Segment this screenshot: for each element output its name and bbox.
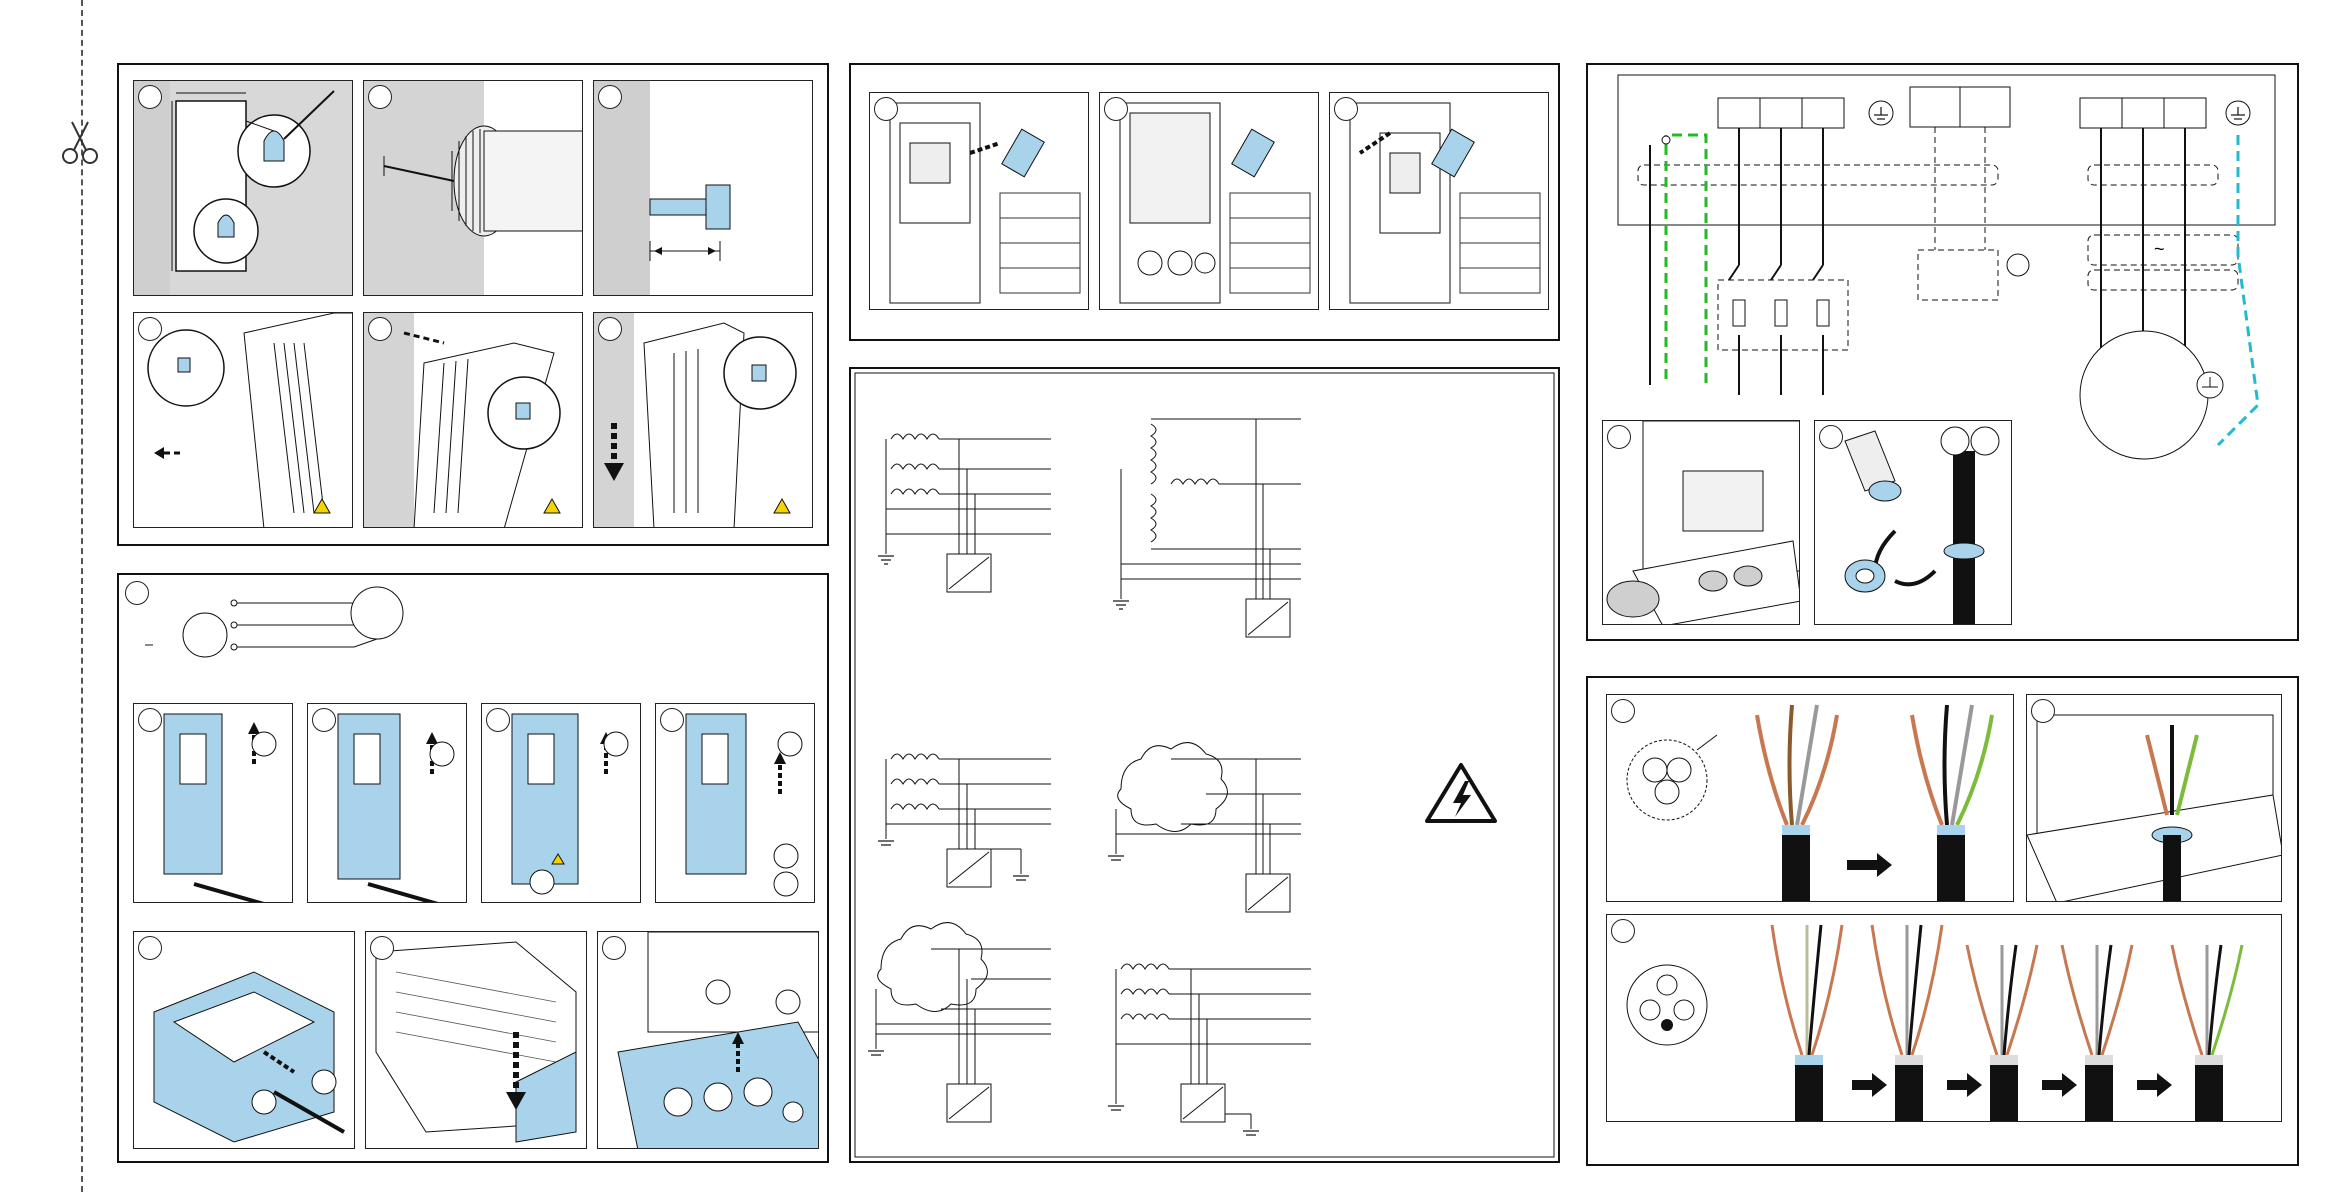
cover-removal-panel <box>849 63 1560 341</box>
high-voltage-warning-icon <box>1421 759 1501 829</box>
step-number <box>138 317 162 341</box>
motor-circle <box>2080 331 2208 459</box>
step-remove-front-2 <box>1099 92 1319 310</box>
step-number <box>1819 425 1843 449</box>
step-number <box>312 708 336 732</box>
step-screw-depth <box>593 80 813 296</box>
step-number <box>1104 97 1128 121</box>
power-cable-panel: ~ <box>1586 63 2299 641</box>
step-number <box>1611 699 1635 723</box>
step-remove-front-1 <box>869 92 1089 310</box>
cut-line <box>81 0 83 1192</box>
step-number <box>1607 425 1631 449</box>
step-cable-cross-section <box>1606 694 2014 902</box>
step-number <box>874 97 898 121</box>
step-cable-entry <box>597 931 819 1149</box>
step-cover-frame-2 <box>307 703 467 903</box>
step-cover-frame-4 <box>655 703 815 903</box>
step-hang-unit <box>133 312 353 528</box>
step-drill-template <box>133 80 353 296</box>
step-number <box>368 85 392 109</box>
step-number <box>370 936 394 960</box>
step-number <box>368 317 392 341</box>
step-number <box>598 85 622 109</box>
step-number <box>1334 97 1358 121</box>
front-disassembly-panel <box>117 573 829 1163</box>
step-grill-cover <box>365 931 587 1149</box>
motor-connection-sketch <box>119 575 831 695</box>
step-cable-into-unit <box>2026 694 2282 902</box>
step-shielded-cable-strip <box>1606 914 2282 1122</box>
step-number <box>1611 919 1635 943</box>
step-cover-frame-1 <box>133 703 293 903</box>
svg-text:~: ~ <box>2154 239 2165 259</box>
step-slide-down <box>593 312 813 528</box>
step-number <box>2031 699 2055 723</box>
step-number <box>602 936 626 960</box>
cable-preparation-panel <box>1586 676 2299 1166</box>
wall-mounting-panel <box>117 63 829 546</box>
step-tighten-screws <box>363 312 583 528</box>
step-number <box>660 708 684 732</box>
step-number <box>125 581 149 605</box>
step-cover-frame-3 <box>481 703 641 903</box>
step-number <box>138 936 162 960</box>
grounding-network-panel <box>849 367 1560 1163</box>
step-drill <box>363 80 583 296</box>
step-remove-front-3 <box>1329 92 1549 310</box>
step-terminal-cover <box>133 931 355 1149</box>
step-number <box>138 708 162 732</box>
scissors-icon <box>60 118 100 168</box>
step-number <box>138 85 162 109</box>
step-number <box>486 708 510 732</box>
step-cable-gland-unit <box>1602 420 1800 625</box>
step-grommet <box>1814 420 2012 625</box>
step-number <box>598 317 622 341</box>
